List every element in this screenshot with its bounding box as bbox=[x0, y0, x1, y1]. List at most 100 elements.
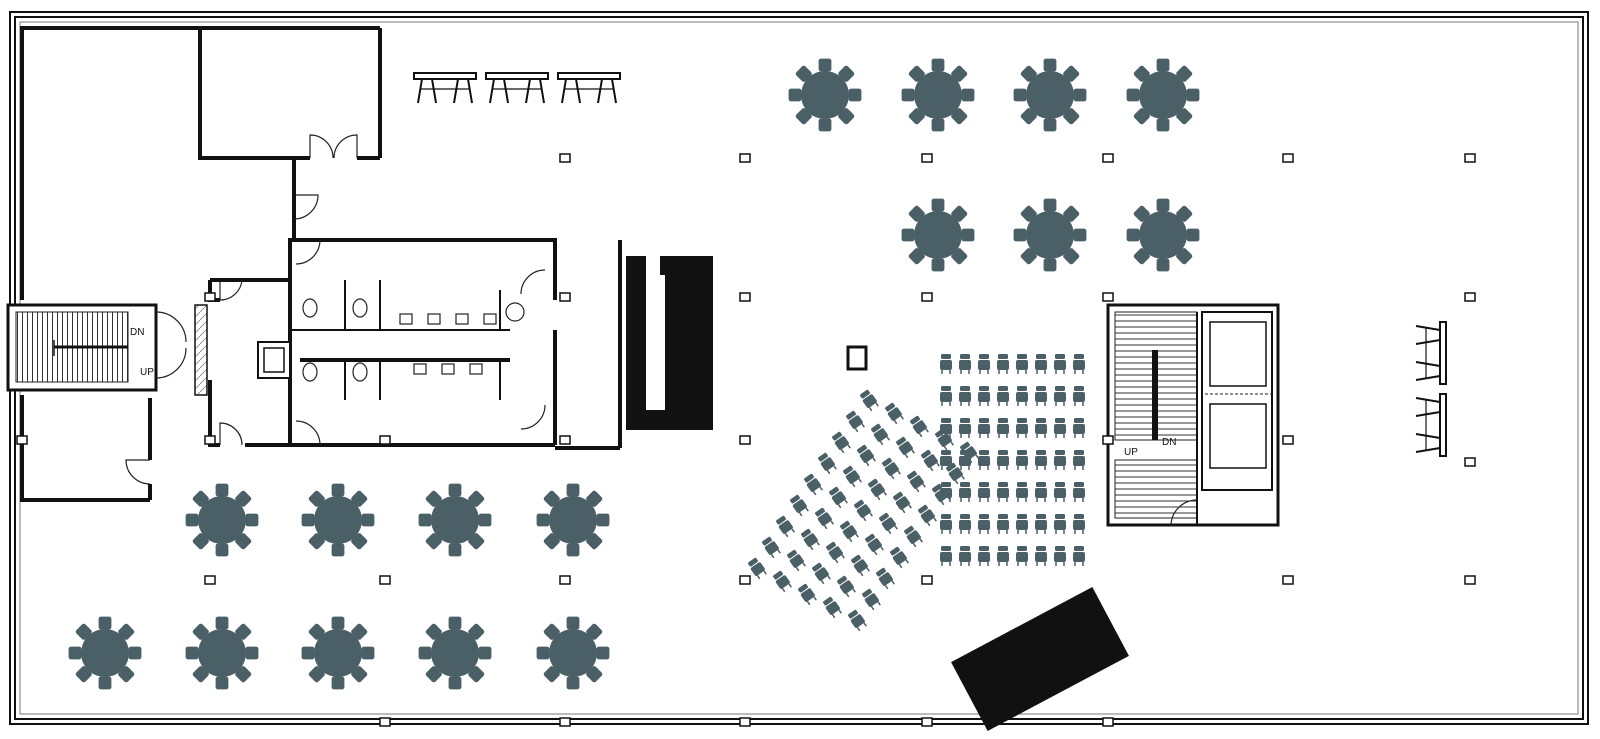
column bbox=[739, 717, 751, 727]
angled-chair bbox=[862, 588, 881, 611]
column bbox=[1282, 435, 1294, 445]
table-top bbox=[1139, 211, 1187, 259]
angled-chair bbox=[776, 515, 795, 538]
chair bbox=[1072, 87, 1088, 103]
theater-chair bbox=[1035, 418, 1047, 438]
angled-chair bbox=[904, 525, 923, 548]
chair bbox=[97, 675, 113, 691]
angled-chair bbox=[832, 431, 851, 454]
theater-chair bbox=[940, 354, 952, 374]
chair bbox=[900, 227, 916, 243]
theater-chair bbox=[959, 354, 971, 374]
round-table bbox=[67, 615, 143, 691]
column bbox=[204, 435, 216, 445]
round-table bbox=[787, 57, 863, 133]
angled-chair bbox=[798, 583, 817, 606]
angled-chair bbox=[804, 473, 823, 496]
stage-platform bbox=[951, 587, 1129, 731]
theater-chair bbox=[997, 546, 1009, 566]
angled-chair bbox=[812, 562, 831, 585]
column bbox=[1102, 292, 1114, 302]
angled-chair bbox=[860, 389, 879, 412]
theater-chair bbox=[1035, 386, 1047, 406]
theater-chair bbox=[997, 418, 1009, 438]
chair bbox=[1042, 57, 1058, 73]
table-top bbox=[801, 71, 849, 119]
chair bbox=[565, 482, 581, 498]
chair bbox=[565, 675, 581, 691]
chair bbox=[477, 645, 493, 661]
chair bbox=[360, 512, 376, 528]
angled-chair bbox=[840, 520, 859, 543]
table-top bbox=[1026, 211, 1074, 259]
column bbox=[379, 575, 391, 585]
round-table bbox=[300, 482, 376, 558]
angled-chair bbox=[843, 465, 862, 488]
theater-chair bbox=[1073, 514, 1085, 534]
chair bbox=[535, 512, 551, 528]
column bbox=[1464, 292, 1476, 302]
table-top bbox=[314, 629, 362, 677]
chair bbox=[1185, 87, 1201, 103]
theater-chair bbox=[1054, 450, 1066, 470]
chair bbox=[184, 512, 200, 528]
column bbox=[559, 435, 571, 445]
angled-chair bbox=[846, 410, 865, 433]
column bbox=[739, 153, 751, 163]
column bbox=[559, 575, 571, 585]
theater-chair bbox=[1054, 386, 1066, 406]
chair bbox=[300, 512, 316, 528]
column bbox=[1102, 717, 1114, 727]
chair bbox=[930, 117, 946, 133]
theater-chair bbox=[1016, 450, 1028, 470]
angled-chair bbox=[748, 557, 767, 580]
column bbox=[1102, 153, 1114, 163]
round-table bbox=[417, 615, 493, 691]
theater-seating bbox=[940, 354, 1085, 566]
chair bbox=[817, 117, 833, 133]
chair bbox=[447, 542, 463, 558]
theater-chair bbox=[1073, 354, 1085, 374]
round-table bbox=[184, 615, 260, 691]
chair bbox=[930, 257, 946, 273]
chair bbox=[417, 645, 433, 661]
angled-chair bbox=[935, 428, 954, 451]
chair bbox=[1042, 117, 1058, 133]
chair bbox=[330, 482, 346, 498]
table-top bbox=[198, 629, 246, 677]
theater-chair bbox=[940, 514, 952, 534]
chair bbox=[97, 615, 113, 631]
chair bbox=[417, 512, 433, 528]
theater-chair bbox=[959, 546, 971, 566]
chair bbox=[1155, 257, 1171, 273]
table-top bbox=[549, 629, 597, 677]
theater-chair bbox=[959, 386, 971, 406]
table-top bbox=[1026, 71, 1074, 119]
angled-chair bbox=[876, 567, 895, 590]
theater-chair bbox=[1016, 482, 1028, 502]
chair bbox=[817, 57, 833, 73]
round-table bbox=[900, 57, 976, 133]
chair bbox=[1155, 117, 1171, 133]
angled-chair bbox=[857, 444, 876, 467]
angled-chair bbox=[787, 549, 806, 572]
chair bbox=[214, 482, 230, 498]
angled-chair bbox=[790, 494, 809, 517]
chair bbox=[847, 87, 863, 103]
east-stair-up-label: UP bbox=[1124, 447, 1138, 458]
chair bbox=[330, 542, 346, 558]
round-table bbox=[184, 482, 260, 558]
theater-chair bbox=[1073, 418, 1085, 438]
chair bbox=[330, 675, 346, 691]
chair bbox=[1072, 227, 1088, 243]
chair bbox=[1155, 57, 1171, 73]
round-table bbox=[417, 482, 493, 558]
theater-chair bbox=[959, 418, 971, 438]
angled-chair bbox=[848, 609, 867, 632]
folding-table bbox=[557, 72, 621, 104]
theater-chair bbox=[1054, 418, 1066, 438]
theater-chair bbox=[1016, 514, 1028, 534]
angled-chair bbox=[823, 596, 842, 619]
west-stair-up-label: UP bbox=[140, 367, 154, 378]
angled-chair bbox=[882, 457, 901, 480]
